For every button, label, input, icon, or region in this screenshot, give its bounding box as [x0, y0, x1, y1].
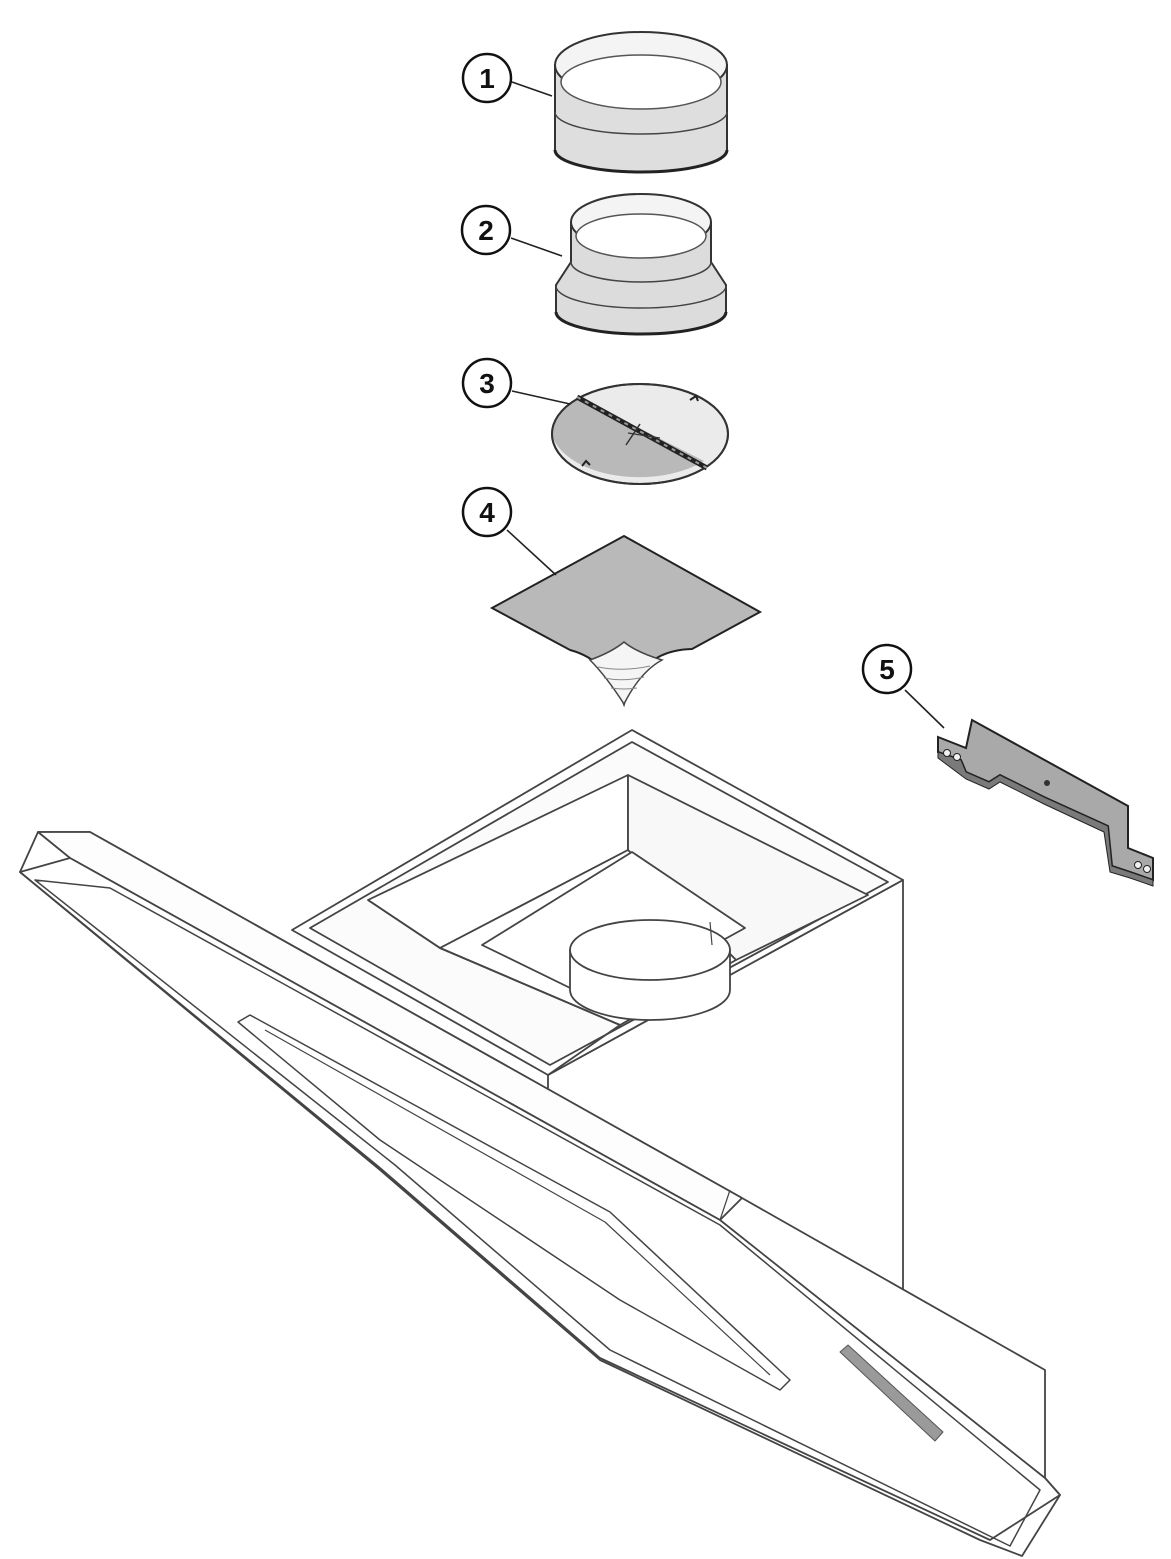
part-1-upper-collar [553, 31, 729, 174]
cooker-hood-body [19, 729, 1061, 1557]
callout-1-label: 1 [479, 63, 495, 94]
callout-4-label: 4 [479, 497, 495, 528]
part-2-reducer-collar [554, 193, 728, 336]
callout-3-label: 3 [479, 368, 495, 399]
callout-1: 1 [461, 52, 553, 104]
callout-2-label: 2 [478, 215, 494, 246]
callout-5-label: 5 [879, 654, 895, 685]
part-4-adhesive-sheet [489, 534, 763, 708]
part-3-flap-valve [551, 383, 729, 485]
callout-4: 4 [461, 486, 557, 576]
callout-2: 2 [460, 204, 563, 257]
callout-5: 5 [861, 643, 945, 729]
callout-3: 3 [461, 357, 571, 409]
part-5-mounting-bracket [937, 718, 1154, 887]
